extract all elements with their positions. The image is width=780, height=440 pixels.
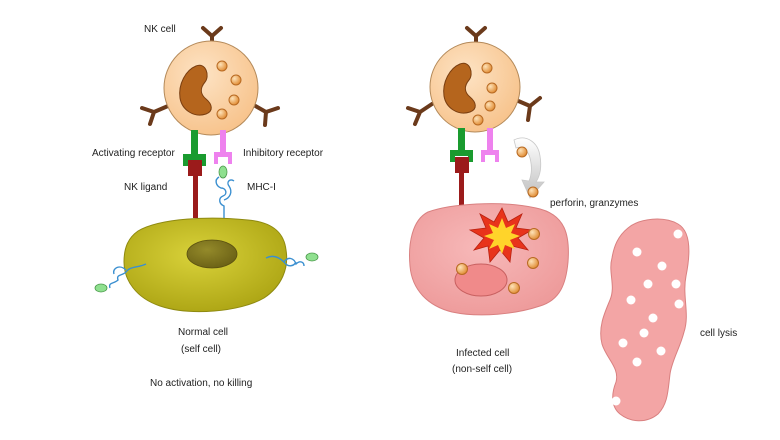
inhibitory-receptor-right: [481, 128, 499, 162]
cell-lysis-label: cell lysis: [700, 328, 737, 339]
granule: [527, 257, 539, 269]
self-cell-label: (self cell): [181, 344, 221, 355]
nk-y-receptor-left: [406, 102, 434, 126]
inhibitory-receptor-left: [214, 130, 232, 164]
nk-ligand-right: [455, 157, 469, 213]
peptide-left: [218, 165, 228, 179]
granule: [528, 228, 540, 240]
no-activation-label: No activation, no killing: [150, 378, 252, 389]
mhc-i-side-right: [265, 252, 319, 267]
granule: [230, 74, 242, 86]
lysis-pores: [611, 229, 684, 406]
activating-receptor-label: Activating receptor: [92, 148, 175, 159]
nk-cell-body: [163, 40, 259, 136]
nk-y-receptor-left: [140, 104, 170, 126]
nk-cell-nucleus: [179, 64, 212, 116]
infected-cell-nucleus: [454, 263, 508, 297]
nk-cell-nucleus: [443, 62, 476, 114]
granule: [216, 60, 228, 72]
lysed-cell: [600, 218, 690, 422]
non-self-cell-label: (non-self cell): [452, 364, 512, 375]
infected-cell-label: Infected cell: [456, 348, 509, 359]
granule: [486, 82, 498, 94]
activating-receptor-right: [450, 128, 473, 162]
nk-cell-left: [140, 26, 280, 136]
granule: [228, 94, 240, 106]
granule: [508, 282, 520, 294]
granule: [484, 100, 496, 112]
nk-ligand-left: [188, 160, 202, 218]
nk-cell-label: NK cell: [144, 24, 176, 35]
nk-y-receptor-right: [514, 96, 542, 122]
mhc-i-left: [215, 176, 235, 220]
granule: [516, 146, 528, 158]
granule: [472, 114, 484, 126]
granule: [481, 62, 493, 74]
mhc-i-side-left: [94, 263, 147, 293]
nk-cell-right: [406, 26, 542, 133]
nk-y-receptor-right: [250, 102, 280, 127]
normal-cell-label: Normal cell: [178, 327, 228, 338]
granule: [456, 263, 468, 275]
normal-cell-nucleus: [186, 239, 238, 269]
granule: [216, 108, 228, 120]
perforin-label: perforin, granzymes: [550, 198, 638, 209]
granule: [527, 186, 539, 198]
activating-receptor-left: [183, 130, 206, 166]
nk-ligand-label: NK ligand: [124, 182, 167, 193]
mhc-i-label: MHC-I: [247, 182, 276, 193]
inhibitory-receptor-label: Inhibitory receptor: [243, 148, 324, 159]
explosion-core: [484, 218, 520, 254]
